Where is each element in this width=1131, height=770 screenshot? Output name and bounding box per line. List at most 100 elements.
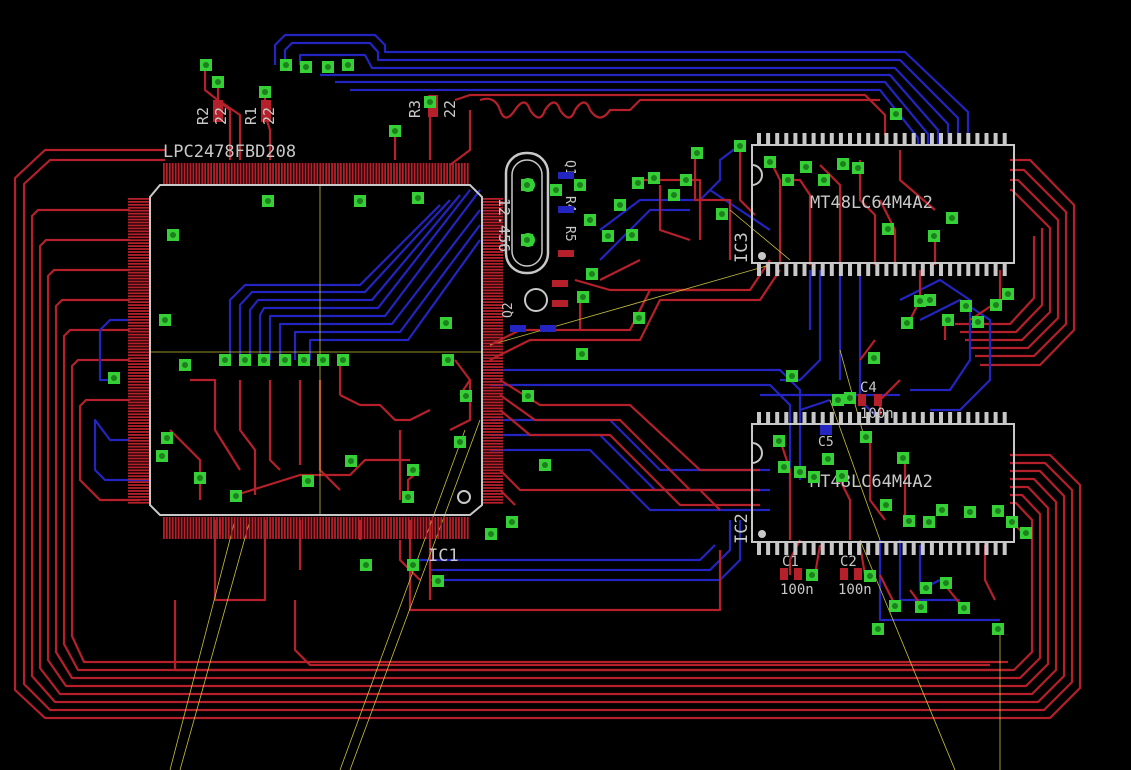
sdram-pin bbox=[984, 543, 989, 555]
ic1-pin bbox=[483, 206, 503, 209]
ic1-pin bbox=[213, 163, 215, 185]
sdram-pin bbox=[893, 264, 898, 276]
ic1-pin bbox=[128, 348, 150, 351]
ic1-pin bbox=[128, 221, 150, 224]
ic1-pin bbox=[128, 475, 150, 478]
capacitor-c2[interactable]: C2 100n bbox=[838, 554, 872, 598]
ic1-pin bbox=[393, 163, 395, 185]
ic1-pin bbox=[128, 383, 150, 386]
via-hole bbox=[348, 458, 354, 464]
ic1-pin bbox=[331, 517, 333, 539]
ic1-pin bbox=[128, 357, 150, 360]
via-hole bbox=[170, 232, 176, 238]
ic2-pins-top bbox=[757, 412, 1007, 424]
ic2-part-label: MT48LC64M4A2 bbox=[810, 472, 933, 492]
ic1-pin bbox=[375, 517, 378, 539]
ic1-pin bbox=[128, 277, 150, 280]
r2-body bbox=[213, 100, 223, 122]
ic1-pin bbox=[292, 517, 295, 539]
ic1-pin bbox=[483, 212, 503, 215]
ic1-pin bbox=[180, 163, 183, 185]
via-hole bbox=[488, 531, 494, 537]
bottom-layer-bus bbox=[93, 33, 1000, 622]
ic1-pin bbox=[192, 517, 195, 539]
ic1-pin bbox=[183, 517, 186, 539]
ic1-pin bbox=[283, 517, 286, 539]
ic1-pin bbox=[351, 163, 354, 185]
ic1-pin1-marker bbox=[457, 490, 471, 504]
ic1-pin bbox=[483, 280, 503, 283]
sdram-pin bbox=[993, 133, 998, 145]
capacitor-c4[interactable]: C4 100n bbox=[858, 380, 894, 422]
ic1-pin bbox=[460, 163, 463, 185]
ic1-pin bbox=[419, 163, 422, 185]
sdram-pin bbox=[920, 543, 925, 555]
capacitor-c5[interactable]: C5 bbox=[818, 425, 834, 450]
outer-top-layer-bus bbox=[13, 148, 1082, 720]
ic1-pin bbox=[128, 395, 150, 398]
ic1-pin bbox=[483, 289, 503, 292]
ic1-pin bbox=[128, 416, 150, 419]
c4-pad bbox=[874, 394, 882, 406]
sdram-pin bbox=[838, 264, 843, 276]
sdram-pin bbox=[811, 412, 816, 424]
sdram-pin bbox=[802, 543, 807, 555]
ic1-pin bbox=[128, 386, 150, 389]
ic1-pin bbox=[334, 163, 336, 185]
via-hole bbox=[589, 271, 595, 277]
ic1-pin bbox=[322, 517, 325, 539]
resistor-r2[interactable]: R2 22 bbox=[194, 100, 230, 125]
sdram-pin bbox=[857, 543, 862, 555]
ic1-pin bbox=[128, 313, 150, 315]
crystal-inner bbox=[511, 159, 543, 267]
ic1-pin bbox=[483, 451, 503, 454]
ic1-pin bbox=[416, 517, 419, 539]
ic1-pin bbox=[251, 163, 254, 185]
ic1-pin bbox=[301, 163, 304, 185]
ic1-pin bbox=[440, 163, 443, 185]
via-hole bbox=[445, 357, 451, 363]
ic1-pin bbox=[483, 236, 503, 239]
resistor-r1[interactable]: R1 22 bbox=[242, 100, 278, 125]
ic1-pin bbox=[483, 457, 503, 460]
ic1-part-label: LPC2478FBD208 bbox=[163, 142, 296, 162]
ic1-pin bbox=[483, 351, 503, 354]
sdram-pin bbox=[929, 264, 934, 276]
sdram-pin bbox=[929, 133, 934, 145]
ic1-pin bbox=[463, 517, 466, 539]
sdram-pin bbox=[911, 133, 916, 145]
ic2-package[interactable]: MT48LC64M4A2 IC2 bbox=[732, 412, 1015, 555]
ic1-pin bbox=[483, 413, 503, 416]
capacitor-c1[interactable]: C1 100n bbox=[780, 554, 814, 598]
sdram-pin bbox=[838, 133, 843, 145]
ic1-pin bbox=[319, 517, 322, 539]
ic1-pin bbox=[310, 517, 313, 539]
sdram-pin bbox=[829, 264, 834, 276]
ic1-pin bbox=[404, 163, 407, 185]
ic1-pin bbox=[483, 254, 503, 256]
crystal[interactable]: 12.456 Q2 Q1 R4 R5 bbox=[495, 151, 577, 332]
ic1-pin bbox=[466, 517, 469, 539]
via-hole bbox=[803, 164, 809, 170]
ic1-pin bbox=[483, 490, 503, 492]
ic1-pin bbox=[128, 439, 150, 442]
via-hole bbox=[961, 605, 967, 611]
ic1-pin bbox=[281, 163, 283, 185]
ic1-pin bbox=[128, 495, 150, 498]
ic1-pin bbox=[483, 242, 503, 245]
via-hole bbox=[215, 79, 221, 85]
ic1-pin bbox=[207, 163, 210, 185]
ic1-pin bbox=[128, 336, 150, 339]
c1-pad bbox=[780, 568, 788, 580]
ic1-pin bbox=[201, 163, 204, 185]
ic1-pin bbox=[483, 363, 503, 365]
ic1-pin bbox=[165, 163, 168, 185]
ic1-pin bbox=[128, 262, 150, 265]
sdram-pin bbox=[775, 412, 780, 424]
ic1-pin bbox=[483, 268, 503, 271]
ic1-pin bbox=[266, 517, 269, 539]
ic1-pin bbox=[128, 454, 150, 457]
ic1-package[interactable]: LPC2478FBD208 IC1 bbox=[128, 142, 503, 566]
ic3-package[interactable]: MT48LC64M4A2 IC3 bbox=[732, 133, 1015, 276]
